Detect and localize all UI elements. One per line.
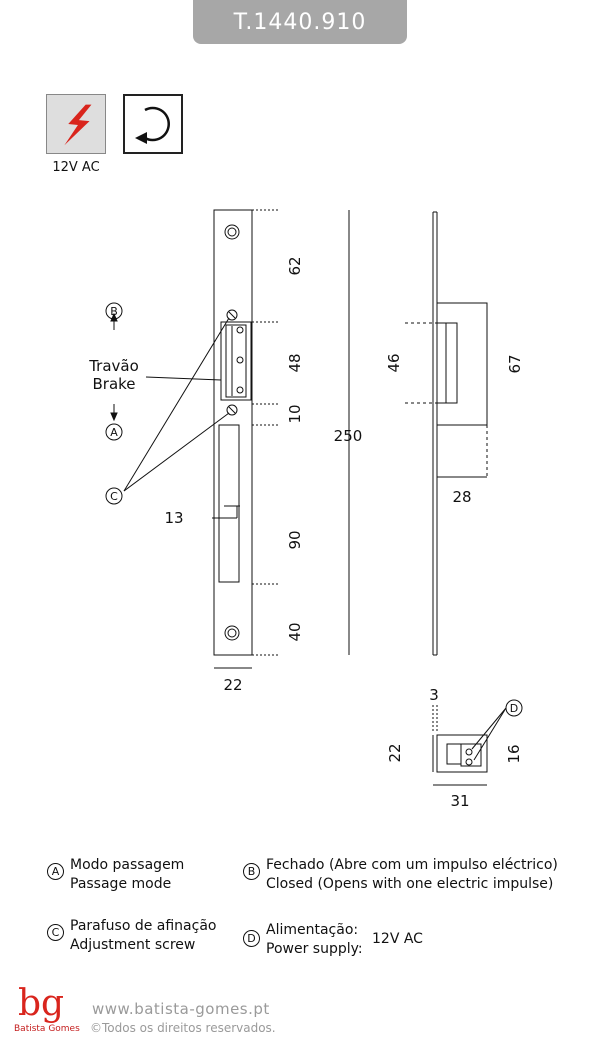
legend-b-pt: Fechado (Abre com um impulso eléctrico) bbox=[266, 857, 558, 873]
dim-width: 22 bbox=[223, 676, 242, 694]
marker-b-letter: B bbox=[110, 305, 118, 318]
dim-plan-inner: 16 bbox=[505, 744, 523, 763]
dim-brake: 48 bbox=[286, 353, 304, 372]
dim-total: 250 bbox=[334, 427, 363, 445]
brand-name: Batista Gomes bbox=[14, 1024, 80, 1034]
plan-view bbox=[432, 705, 507, 786]
legend-d-en: Power supply: bbox=[266, 941, 363, 957]
brake-label-pt: Travão bbox=[88, 357, 139, 375]
legend-b-en: Closed (Opens with one electric impulse) bbox=[266, 876, 554, 892]
legend-a-en: Passage mode bbox=[70, 876, 172, 892]
marker-a-letter: A bbox=[110, 426, 118, 439]
bottom-hole bbox=[224, 625, 240, 641]
legend-b-marker: B bbox=[243, 863, 260, 880]
svg-text:bg: bg bbox=[18, 983, 64, 1024]
brake-label-en: Brake bbox=[92, 375, 135, 393]
latch-opening bbox=[218, 424, 240, 583]
marker-b-circle bbox=[105, 302, 123, 320]
dim-side-depth: 28 bbox=[452, 488, 471, 506]
dim-slot: 13 bbox=[164, 509, 183, 527]
front-view bbox=[110, 209, 350, 669]
plan-body bbox=[436, 734, 488, 773]
side-view bbox=[405, 211, 488, 656]
dim-plan-lip: 3 bbox=[429, 686, 439, 704]
dim-gap: 10 bbox=[286, 404, 304, 423]
lightning-bolt-icon bbox=[64, 104, 92, 146]
marker-d-letter: D bbox=[510, 702, 518, 715]
marker-a-circle bbox=[105, 423, 123, 441]
adjustment-screw-top bbox=[226, 309, 238, 321]
adjustment-screw-bottom bbox=[226, 404, 238, 416]
legend-d-pt: Alimentação: bbox=[266, 922, 359, 938]
legend-c-marker: C bbox=[47, 924, 64, 941]
brake-block bbox=[220, 321, 252, 401]
faceplate-outline bbox=[213, 209, 253, 656]
side-body bbox=[436, 302, 488, 426]
power-label: 12V AC bbox=[52, 160, 100, 175]
legend-c-en: Adjustment screw bbox=[70, 937, 196, 953]
power-badge bbox=[46, 94, 106, 154]
dim-plan-width: 31 bbox=[450, 792, 469, 810]
legend-c-pt: Parafuso de afinação bbox=[70, 918, 217, 934]
dim-side-body: 46 bbox=[385, 353, 403, 372]
dim-side-height: 67 bbox=[506, 354, 524, 373]
dim-top: 62 bbox=[286, 256, 304, 275]
legend-d-marker: D bbox=[243, 930, 260, 947]
brand-logo: bg bbox=[18, 983, 64, 1024]
dim-plan-height: 22 bbox=[386, 743, 404, 762]
reversible-arrow-icon bbox=[135, 106, 170, 144]
power-supply-value: 12V AC bbox=[372, 931, 423, 947]
dim-opening: 90 bbox=[286, 530, 304, 549]
marker-c-circle bbox=[105, 487, 123, 505]
marker-c-letter: C bbox=[110, 490, 118, 503]
reversible-badge bbox=[123, 94, 183, 154]
legend-a-pt: Modo passagem bbox=[70, 857, 185, 873]
legend-a-marker: A bbox=[47, 863, 64, 880]
dim-bottom: 40 bbox=[286, 622, 304, 641]
top-hole bbox=[224, 224, 240, 240]
marker-d-circle bbox=[505, 699, 523, 717]
website-link[interactable]: www.batista-gomes.pt bbox=[92, 1000, 270, 1018]
page-title: T.1440.910 bbox=[193, 0, 407, 44]
copyright-text: ©Todos os direitos reservados. bbox=[90, 1021, 276, 1035]
